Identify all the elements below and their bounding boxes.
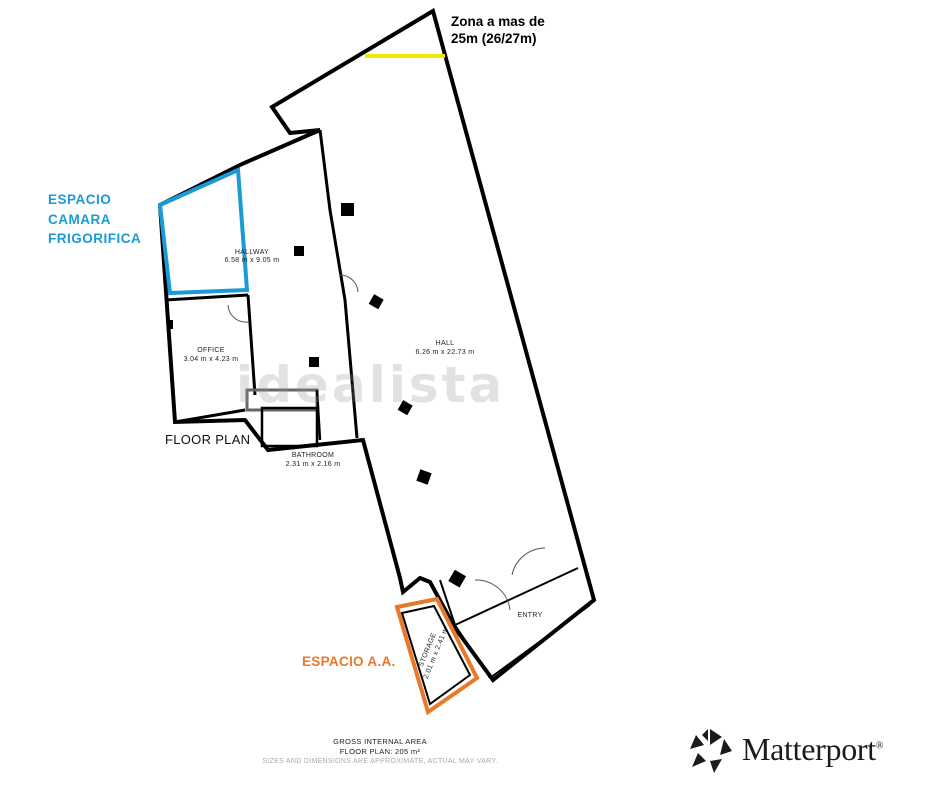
column — [416, 469, 432, 485]
camara-line2: CAMARA — [48, 211, 111, 227]
room-label-entry: ENTRY — [517, 612, 542, 619]
camara-outline — [157, 167, 250, 296]
bathroom-inner — [260, 406, 319, 448]
gross-title: GROSS INTERNAL AREA — [333, 737, 427, 746]
room-dims-bathroom: 2.31 m x 2.16 m — [286, 461, 341, 468]
zona-line2: 25m (26/27m) — [451, 31, 537, 46]
wall-office-right — [246, 294, 257, 396]
door-arc-office — [227, 304, 249, 323]
disclaimer: SIZES AND DIMENSIONS ARE APPROXIMATE, AC… — [262, 758, 498, 765]
room-label-office: OFFICE — [197, 347, 224, 354]
wall-hallway-hall — [318, 129, 359, 439]
gross-value: FLOOR PLAN: 205 m² — [339, 747, 421, 756]
floor-plan-label: FLOOR PLAN — [165, 432, 251, 447]
matterport-logo-icon — [690, 729, 732, 773]
room-dims-hallway: 6.58 m x 9.05 m — [225, 257, 280, 264]
bathroom-wall-right — [315, 389, 322, 441]
entry-wall-bottom — [489, 604, 591, 679]
column — [294, 246, 304, 256]
watermark: idealista — [236, 356, 506, 414]
wall-office-bottom — [174, 408, 246, 424]
camara-annotation: ESPACIO CAMARA FRIGORIFICA — [48, 190, 141, 249]
room-label-hallway: HALLWAY — [235, 249, 269, 256]
camara-line3: FRIGORIFICA — [48, 231, 142, 246]
zona-line1: Zona a mas de — [451, 14, 545, 29]
column — [368, 294, 384, 310]
room-label-hall: HALL — [436, 340, 455, 347]
column — [341, 203, 354, 216]
camara-line1: ESPACIO — [48, 192, 112, 207]
door-arc-hallway — [339, 274, 359, 293]
building-outline — [157, 7, 597, 683]
room-dims-hall: 6.26 m x 22.73 m — [416, 349, 475, 356]
room-label-bathroom: BATHROOM — [292, 452, 334, 459]
room-dims-office: 3.04 m x 4.23 m — [184, 356, 239, 363]
door-arc-entry-2 — [511, 547, 546, 576]
wall-office-top — [164, 293, 249, 302]
column — [448, 569, 467, 588]
gross-internal-area: GROSS INTERNAL AREA FLOOR PLAN: 205 m² S… — [240, 737, 520, 767]
door-arc-entry-1 — [474, 579, 511, 611]
storage-inner — [400, 604, 472, 706]
brand-name: Matterport® — [742, 731, 884, 767]
aa-outline — [394, 596, 480, 716]
zona-annotation: Zona a mas de 25m (26/27m) — [451, 13, 591, 47]
aa-annotation: ESPACIO A.A. — [302, 654, 396, 669]
column — [167, 320, 173, 329]
entry-wall-top — [454, 567, 579, 626]
entry-inner-wall — [439, 579, 491, 679]
column — [397, 400, 413, 416]
matterport-brand: Matterport® — [686, 727, 916, 775]
column — [309, 357, 319, 367]
